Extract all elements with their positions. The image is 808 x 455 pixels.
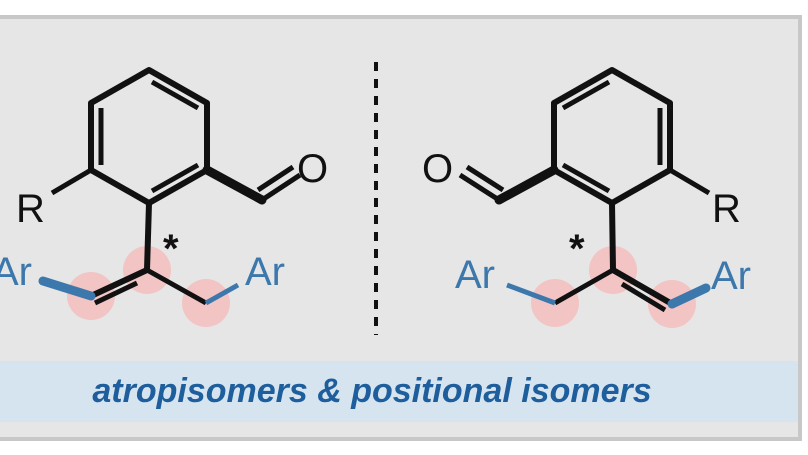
right-stereo-marker: * — [569, 227, 585, 271]
caption-band — [0, 361, 798, 422]
left-aryl-right-label: Ar — [245, 250, 285, 294]
left-stereo-marker: * — [163, 227, 179, 271]
right-r-label: R — [712, 187, 741, 231]
caption: atropisomers & positional isomers — [92, 372, 651, 410]
right-ch2-bond-1 — [553, 267, 615, 306]
left-blue-wedge — [38, 276, 96, 301]
left-aldehyde-wedge — [202, 165, 267, 205]
right-oxygen-label: O — [422, 147, 453, 191]
left-ring-inner-bond-1 — [150, 79, 200, 111]
left-oxygen-label: O — [297, 147, 328, 191]
right-alkene-bond-second — [620, 281, 667, 313]
right-carbonyl-bond-1 — [458, 172, 501, 203]
right-r-bond — [668, 167, 711, 196]
right-blue-wedge — [667, 283, 711, 309]
right-carbonyl-bond-2 — [465, 164, 505, 193]
right-structure: O R * Ar Ar — [422, 67, 751, 328]
left-carbonyl-bond-2 — [256, 164, 295, 193]
right-ring-inner-bond-1 — [561, 79, 611, 111]
left-carbonyl-bond-1 — [260, 172, 302, 203]
right-aryl-right-label: Ar — [711, 254, 751, 298]
right-aryl-left-label: Ar — [455, 253, 495, 297]
right-ring-alkene-bond — [609, 202, 616, 271]
left-alkene-bond-main — [89, 267, 149, 299]
left-alkene-bond-second — [93, 280, 139, 306]
right-aldehyde-wedge — [494, 165, 559, 205]
left-structure: O R * Ar Ar — [0, 67, 328, 327]
right-ring-inner-bond-2 — [561, 162, 611, 194]
right-ch2-bond-2 — [506, 282, 556, 306]
left-r-label: R — [16, 187, 45, 231]
right-alkene-bond-main — [611, 267, 674, 307]
left-ch2-bond-1 — [145, 267, 208, 306]
left-r-bond — [50, 167, 93, 196]
left-ch2-bond-2 — [204, 282, 240, 306]
left-ring-alkene-bond — [144, 202, 152, 271]
left-aryl-left-label: Ar — [0, 250, 32, 294]
left-ring-inner-bond-2 — [150, 162, 200, 194]
